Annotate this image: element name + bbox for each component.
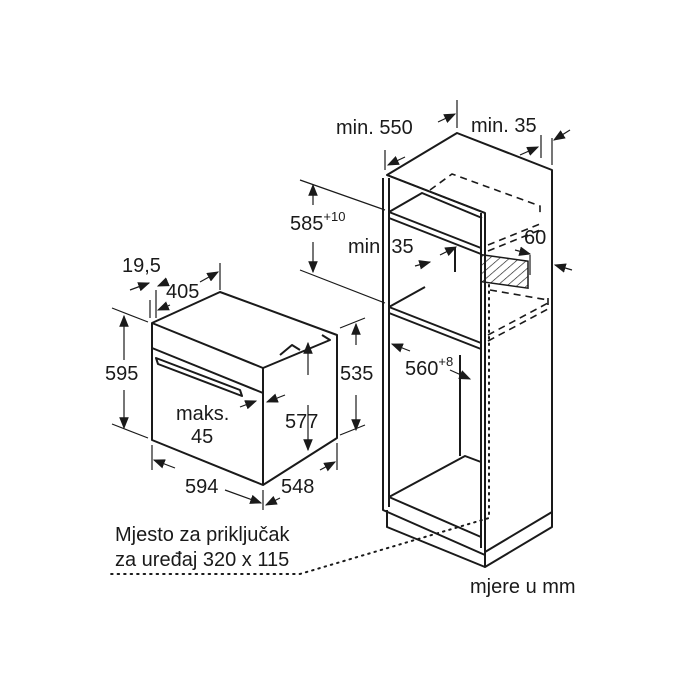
niche-depth-value: 560 (405, 358, 438, 380)
oven-width-label: 594 (185, 476, 218, 498)
connection-note-line-2: za uređaj 320 x 115 (115, 549, 289, 571)
inner-height-label: 577 (285, 411, 318, 433)
cabinet-drawing (109, 132, 553, 575)
oven-depth-label: 548 (281, 476, 314, 498)
max-value: 45 (191, 426, 213, 448)
door-offset-label: 19,5 (122, 255, 161, 277)
niche-height-tolerance: +10 (323, 209, 345, 224)
vent-label: 60 (524, 227, 546, 249)
niche-depth-tolerance: +8 (438, 354, 453, 369)
connection-note-line-1: Mjesto za priključak (115, 524, 291, 546)
cabinet-width-label: min. 550 (336, 117, 413, 139)
oven-height-label: 595 (105, 363, 138, 385)
niche-height-label: 585+10 (290, 209, 345, 235)
max-label: maks. (176, 403, 229, 425)
dimension-lines (111, 100, 573, 510)
cabinet-back-gap-label: min. 35 (471, 115, 537, 137)
niche-height-value: 585 (290, 213, 323, 235)
units-note: mjere u mm (470, 576, 576, 598)
oven-body-height-label: 535 (340, 363, 373, 385)
niche-depth-label: 560+8 (405, 354, 453, 380)
oven-drawing (151, 291, 338, 486)
top-depth-label: 405 (166, 281, 199, 303)
shelf-gap-label: min. 35 (348, 236, 414, 258)
